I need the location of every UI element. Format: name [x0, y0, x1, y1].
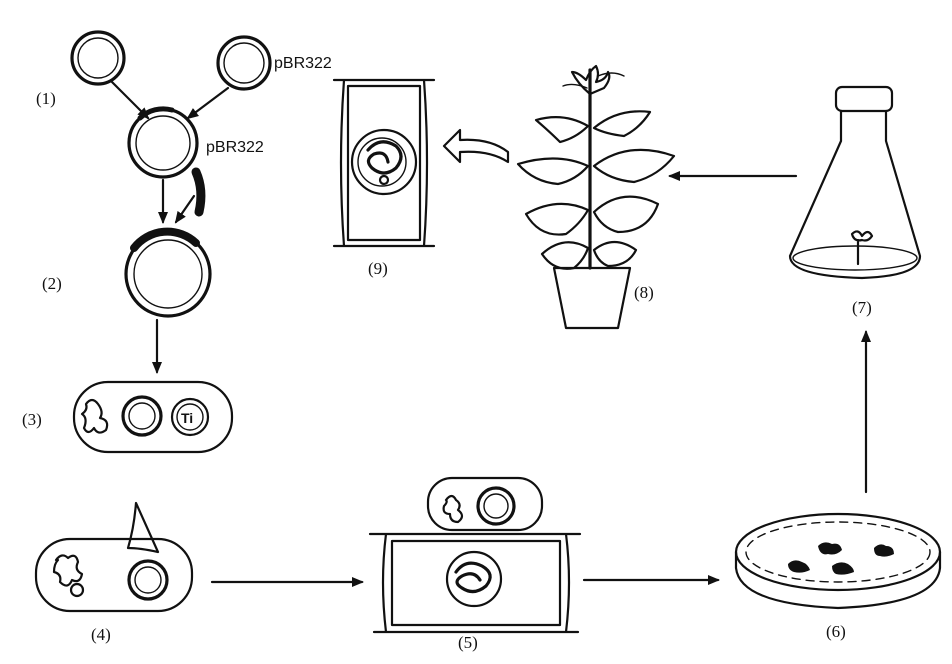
step8-label: (8) [634, 283, 654, 302]
gene-fragment [191, 167, 206, 217]
recombinant-plasmid-label: pBR322 [206, 139, 264, 156]
step9-plant-cell [332, 78, 436, 248]
step6-petri-dish [734, 512, 942, 610]
recombinant-plasmid [127, 106, 199, 179]
step6-label: (6) [826, 622, 846, 641]
step3-bacterium [72, 380, 234, 454]
arrow-fragment [174, 194, 196, 224]
step7-flask [788, 85, 922, 280]
step5-label: (5) [458, 633, 478, 652]
step2-plasmid [124, 227, 212, 318]
step3-label: (3) [22, 410, 42, 429]
step5-plant-cell [368, 532, 582, 634]
step1-plasmid-label: pBR322 [274, 55, 332, 72]
ti-plasmid-label: Ti [181, 410, 193, 426]
step5-bacterium [426, 476, 544, 532]
step4-bacterium [34, 501, 194, 613]
step1-plasmid-right [216, 35, 272, 91]
step8-plant [516, 64, 676, 330]
arrow-8-to-9 [442, 128, 510, 164]
step1-plasmid-left [70, 30, 126, 86]
arrow-1-right [186, 86, 230, 120]
step7-label: (7) [852, 298, 872, 317]
step2-label: (2) [42, 274, 62, 293]
arrow-1-left [110, 80, 150, 120]
step1-label: (1) [36, 89, 56, 108]
step9-label: (9) [368, 259, 388, 278]
step4-label: (4) [91, 625, 111, 644]
